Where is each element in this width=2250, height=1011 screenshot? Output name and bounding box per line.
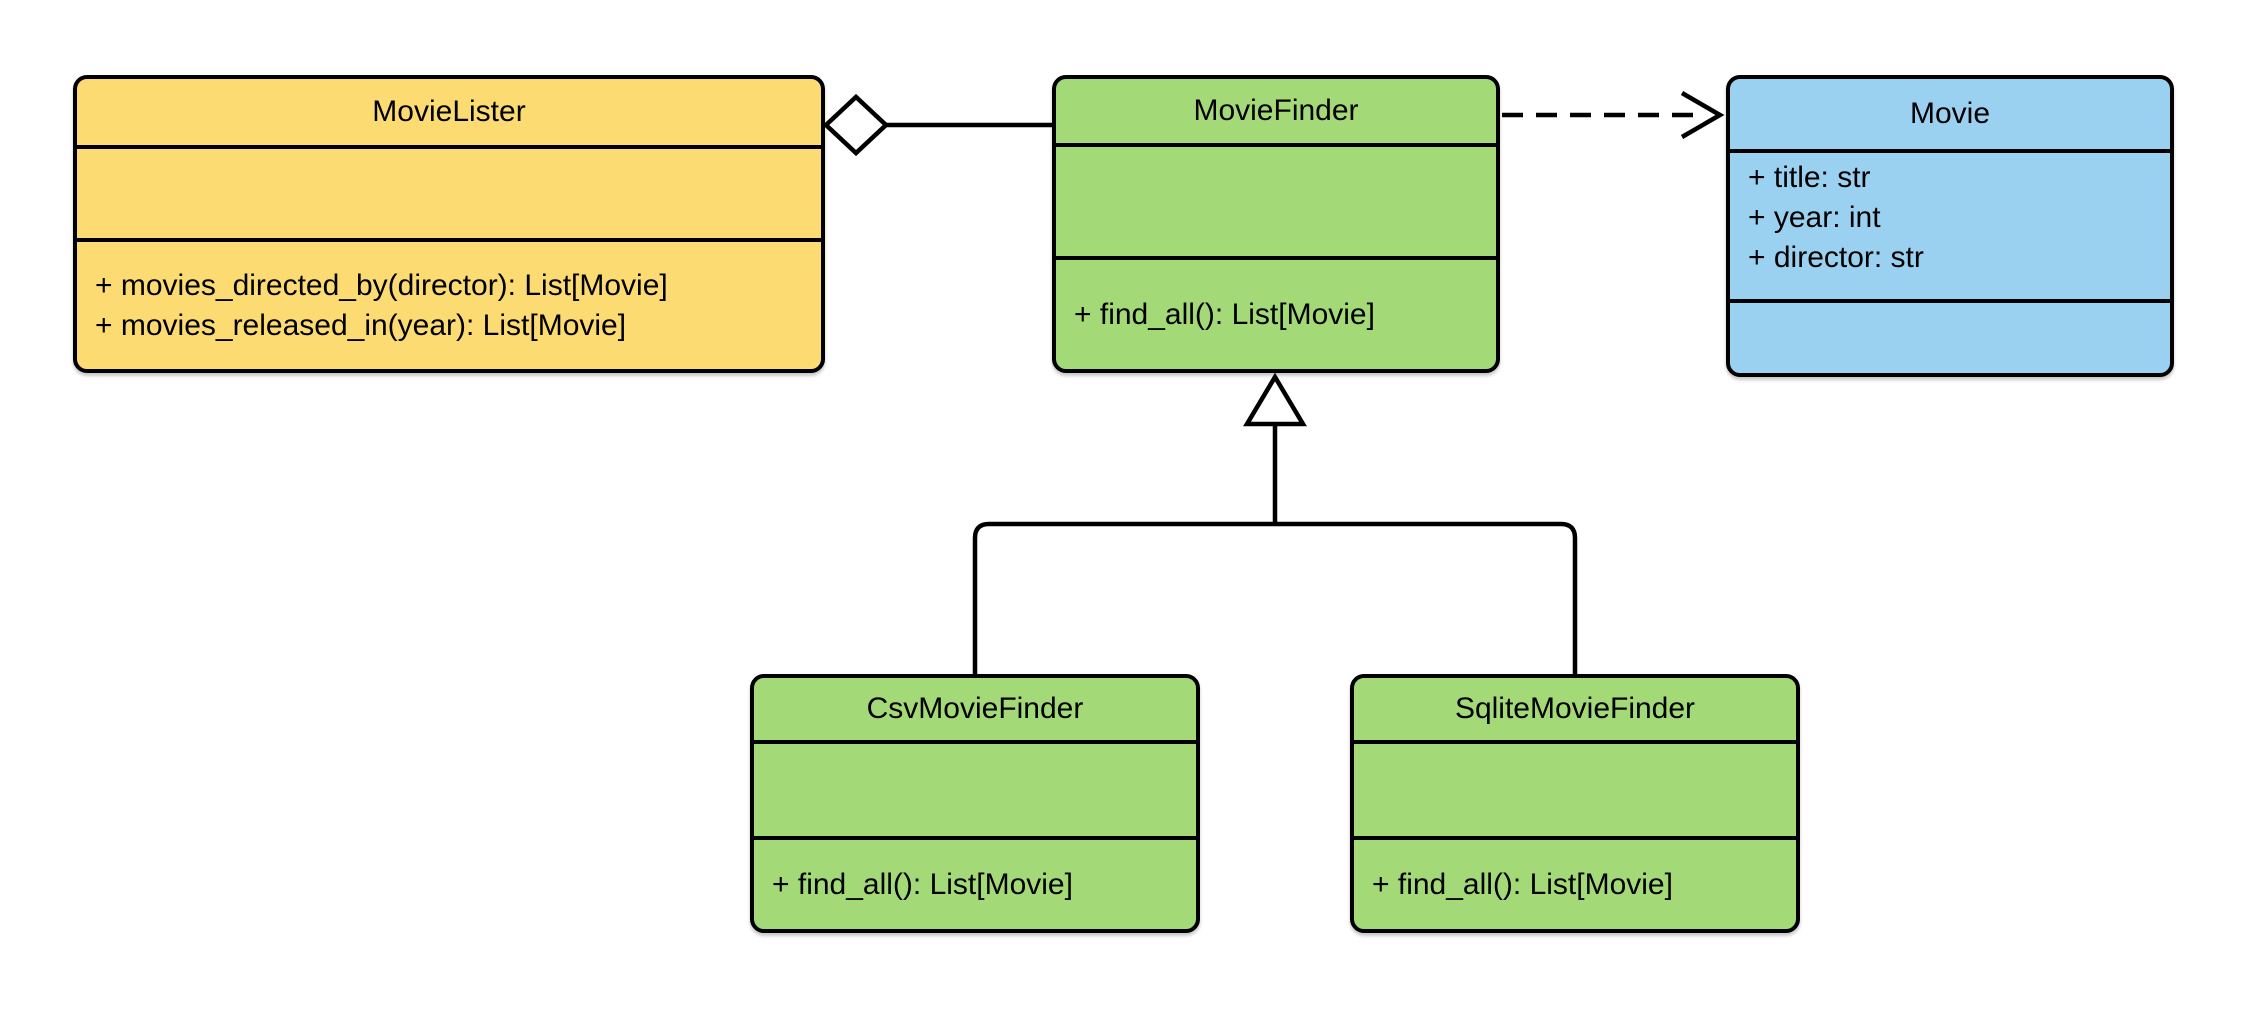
- class-methods-section: [1730, 303, 2170, 373]
- class-box-moviefinder: MovieFinder + find_all(): List[Movie]: [1052, 75, 1500, 373]
- attribute-item: + title: str: [1748, 161, 1871, 194]
- class-title: MovieLister: [77, 79, 821, 149]
- method-item: + movies_released_in(year): List[Movie]: [95, 308, 627, 342]
- class-attributes-section: [77, 149, 821, 242]
- class-methods-section: + movies_directed_by(director): List[Mov…: [77, 242, 821, 369]
- class-methods-section: + find_all(): List[Movie]: [754, 840, 1196, 929]
- class-attributes-section: + title: str + year: int + director: str: [1730, 153, 2170, 303]
- aggregation-diamond-icon: [822, 93, 890, 157]
- class-box-csvmoviefinder: CsvMovieFinder + find_all(): List[Movie]: [750, 674, 1200, 933]
- inheritance-connector: [972, 372, 1578, 676]
- class-methods-section: + find_all(): List[Movie]: [1354, 840, 1796, 929]
- class-box-movielister: MovieLister + movies_directed_by(directo…: [73, 75, 825, 373]
- dependency-connector: [1502, 91, 1725, 139]
- method-item: + movies_directed_by(director): List[Mov…: [95, 268, 668, 302]
- method-item: + find_all(): List[Movie]: [1074, 297, 1375, 331]
- method-item: + find_all(): List[Movie]: [1372, 867, 1673, 901]
- class-attributes-section: [1354, 744, 1796, 840]
- class-title: CsvMovieFinder: [754, 678, 1196, 744]
- class-attributes-section: [1056, 147, 1496, 260]
- dependency-open-arrow-icon: [1680, 91, 1725, 139]
- class-attributes-section: [754, 744, 1196, 840]
- class-title: MovieFinder: [1056, 79, 1496, 147]
- class-box-sqlitemoviefinder: SqliteMovieFinder + find_all(): List[Mov…: [1350, 674, 1800, 933]
- inheritance-triangle-icon: [1243, 372, 1307, 427]
- method-item: + find_all(): List[Movie]: [772, 867, 1073, 901]
- aggregation-connector: [822, 93, 1054, 157]
- attribute-item: + director: str: [1748, 241, 1924, 274]
- inheritance-tree-line: [972, 521, 1578, 676]
- class-box-movie: Movie + title: str + year: int + directo…: [1726, 75, 2174, 377]
- attribute-item: + year: int: [1748, 201, 1881, 234]
- class-title: Movie: [1730, 79, 2170, 153]
- class-title: SqliteMovieFinder: [1354, 678, 1796, 744]
- class-methods-section: + find_all(): List[Movie]: [1056, 260, 1496, 369]
